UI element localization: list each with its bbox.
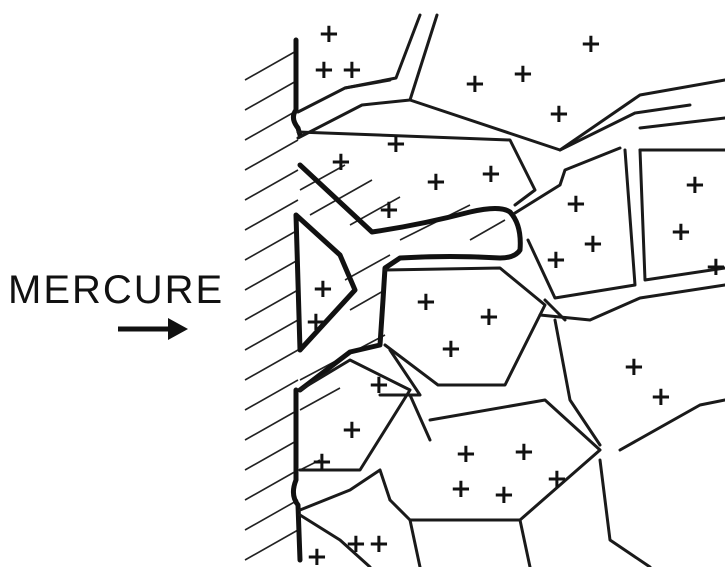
particle: + xyxy=(378,195,400,225)
particle: + xyxy=(311,447,333,477)
particle: + xyxy=(341,55,363,85)
particle: + xyxy=(440,334,462,364)
particle: + xyxy=(345,529,367,559)
particle: + xyxy=(512,59,534,89)
particle: + xyxy=(705,252,725,282)
particle: + xyxy=(368,370,390,400)
particle: + xyxy=(341,415,363,445)
particle: + xyxy=(368,529,390,559)
particles: + + + + + + + + + + + + + + + + + + + + … xyxy=(305,19,725,567)
particle: + xyxy=(580,29,602,59)
right-arrow-icon xyxy=(118,318,188,340)
particle: + xyxy=(330,147,352,177)
particle: + xyxy=(582,229,604,259)
particle: + xyxy=(546,464,568,494)
particle: + xyxy=(455,439,477,469)
particle: + xyxy=(478,302,500,332)
particle: + xyxy=(565,189,587,219)
particle: + xyxy=(464,69,486,99)
particle: + xyxy=(493,480,515,510)
particle: + xyxy=(312,274,334,304)
particle: + xyxy=(425,167,447,197)
particle: + xyxy=(415,287,437,317)
particle: + xyxy=(545,245,567,275)
particle: + xyxy=(313,55,335,85)
mercury-label: MERCURE xyxy=(8,268,224,313)
particle: + xyxy=(318,19,340,49)
particle: + xyxy=(306,542,328,567)
particle: + xyxy=(513,437,535,467)
particle: + xyxy=(480,159,502,189)
particle: + xyxy=(305,307,327,337)
particle: + xyxy=(623,352,645,382)
particle: + xyxy=(650,382,672,412)
particle: + xyxy=(450,474,472,504)
particle: + xyxy=(385,129,407,159)
particle: + xyxy=(684,170,706,200)
particle: + xyxy=(670,217,692,247)
particle: + xyxy=(548,99,570,129)
